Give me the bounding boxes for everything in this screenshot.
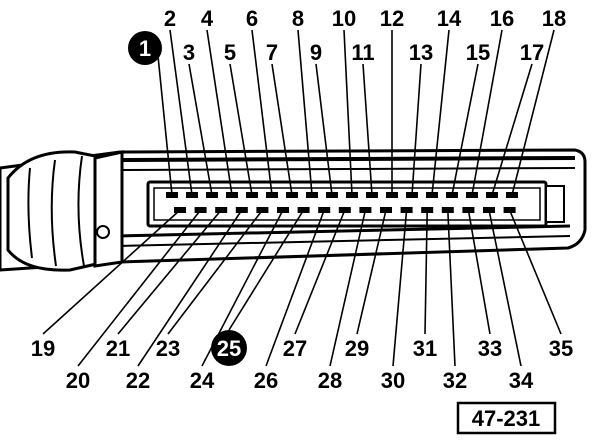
pin-label: 23 bbox=[156, 336, 180, 361]
leader-line bbox=[42, 209, 181, 335]
pin-label: 16 bbox=[490, 6, 514, 31]
leader-line bbox=[77, 209, 202, 367]
leader-line bbox=[229, 63, 253, 196]
leader-line bbox=[315, 63, 333, 196]
pin-label: 30 bbox=[381, 368, 405, 393]
pin-label: 26 bbox=[254, 368, 278, 393]
leader-line bbox=[188, 63, 213, 196]
pin-label: 7 bbox=[266, 40, 278, 65]
pin-label: 33 bbox=[478, 336, 502, 361]
pin-label: 20 bbox=[66, 368, 90, 393]
pin-label: 5 bbox=[224, 40, 236, 65]
leader-line bbox=[206, 29, 233, 196]
pin-label: 10 bbox=[332, 6, 356, 31]
leader-line bbox=[424, 209, 428, 335]
pin-label: 24 bbox=[190, 368, 215, 393]
pin-label: 2 bbox=[164, 6, 176, 31]
top-odd-labels: 3 5 7 9 11 13 15 17 bbox=[183, 40, 544, 65]
pin-label: 29 bbox=[345, 336, 369, 361]
leader-line bbox=[356, 209, 387, 335]
leader-line bbox=[392, 209, 408, 367]
leader-line bbox=[431, 29, 450, 196]
pin-label: 34 bbox=[509, 368, 534, 393]
pin-label: 31 bbox=[413, 336, 437, 361]
pin-label: 12 bbox=[380, 6, 404, 31]
pin-label: 3 bbox=[183, 40, 195, 65]
pin-label: 21 bbox=[106, 336, 130, 361]
badge-1: 1 bbox=[128, 31, 162, 65]
top-even-labels: 2 4 6 8 10 12 14 16 18 bbox=[164, 6, 566, 31]
pin-label: 17 bbox=[520, 40, 544, 65]
pin-label: 28 bbox=[318, 368, 342, 393]
badge-25: 25 bbox=[211, 330, 247, 366]
leader-line bbox=[343, 29, 353, 196]
reference-code-box: 47-231 bbox=[456, 401, 557, 435]
pin-label: 6 bbox=[246, 6, 258, 31]
pin-label: 27 bbox=[283, 336, 307, 361]
pin-label: 11 bbox=[351, 40, 374, 65]
leader-line bbox=[169, 29, 193, 196]
leader-line bbox=[329, 209, 367, 367]
bottom-a-labels: 19 21 23 27 29 31 33 35 bbox=[31, 336, 573, 361]
pin-label: 18 bbox=[542, 6, 566, 31]
bottom-b-labels: 20 22 24 26 28 30 32 34 bbox=[66, 368, 534, 393]
pin-label: 4 bbox=[201, 6, 214, 31]
leader-line bbox=[228, 209, 305, 331]
leader-line bbox=[447, 209, 456, 367]
leader-line bbox=[511, 29, 555, 196]
leader-line bbox=[362, 63, 373, 196]
pin-label: 14 bbox=[437, 6, 462, 31]
pin-label: 35 bbox=[549, 336, 573, 361]
pin-label: 19 bbox=[31, 336, 55, 361]
leader-line bbox=[294, 209, 346, 335]
leader-line bbox=[117, 209, 222, 335]
pin-label: 8 bbox=[292, 6, 304, 31]
leader-line bbox=[471, 29, 503, 196]
pin-label: 13 bbox=[409, 40, 433, 65]
pin-label: 15 bbox=[466, 40, 490, 65]
leader-line bbox=[488, 209, 522, 367]
leader-line bbox=[265, 209, 325, 367]
badge-1-label: 1 bbox=[139, 36, 151, 61]
leader-line bbox=[271, 63, 293, 196]
leader-line bbox=[491, 63, 533, 196]
pin-label: 32 bbox=[443, 368, 467, 393]
reference-code: 47-231 bbox=[472, 406, 541, 431]
leader-line bbox=[411, 63, 422, 196]
pin-bottom bbox=[503, 207, 516, 213]
leader-lines bbox=[42, 29, 562, 367]
leader-line bbox=[467, 209, 491, 335]
leader-line bbox=[167, 209, 264, 335]
pin-label: 22 bbox=[126, 368, 150, 393]
leader-line bbox=[157, 55, 173, 196]
leader-line bbox=[508, 209, 562, 335]
leader-line bbox=[451, 63, 479, 196]
pin-label: 9 bbox=[310, 40, 322, 65]
leader-line bbox=[297, 29, 313, 196]
leader-line bbox=[137, 209, 243, 367]
leader-line bbox=[251, 29, 273, 196]
badge-25-label: 25 bbox=[217, 336, 241, 361]
